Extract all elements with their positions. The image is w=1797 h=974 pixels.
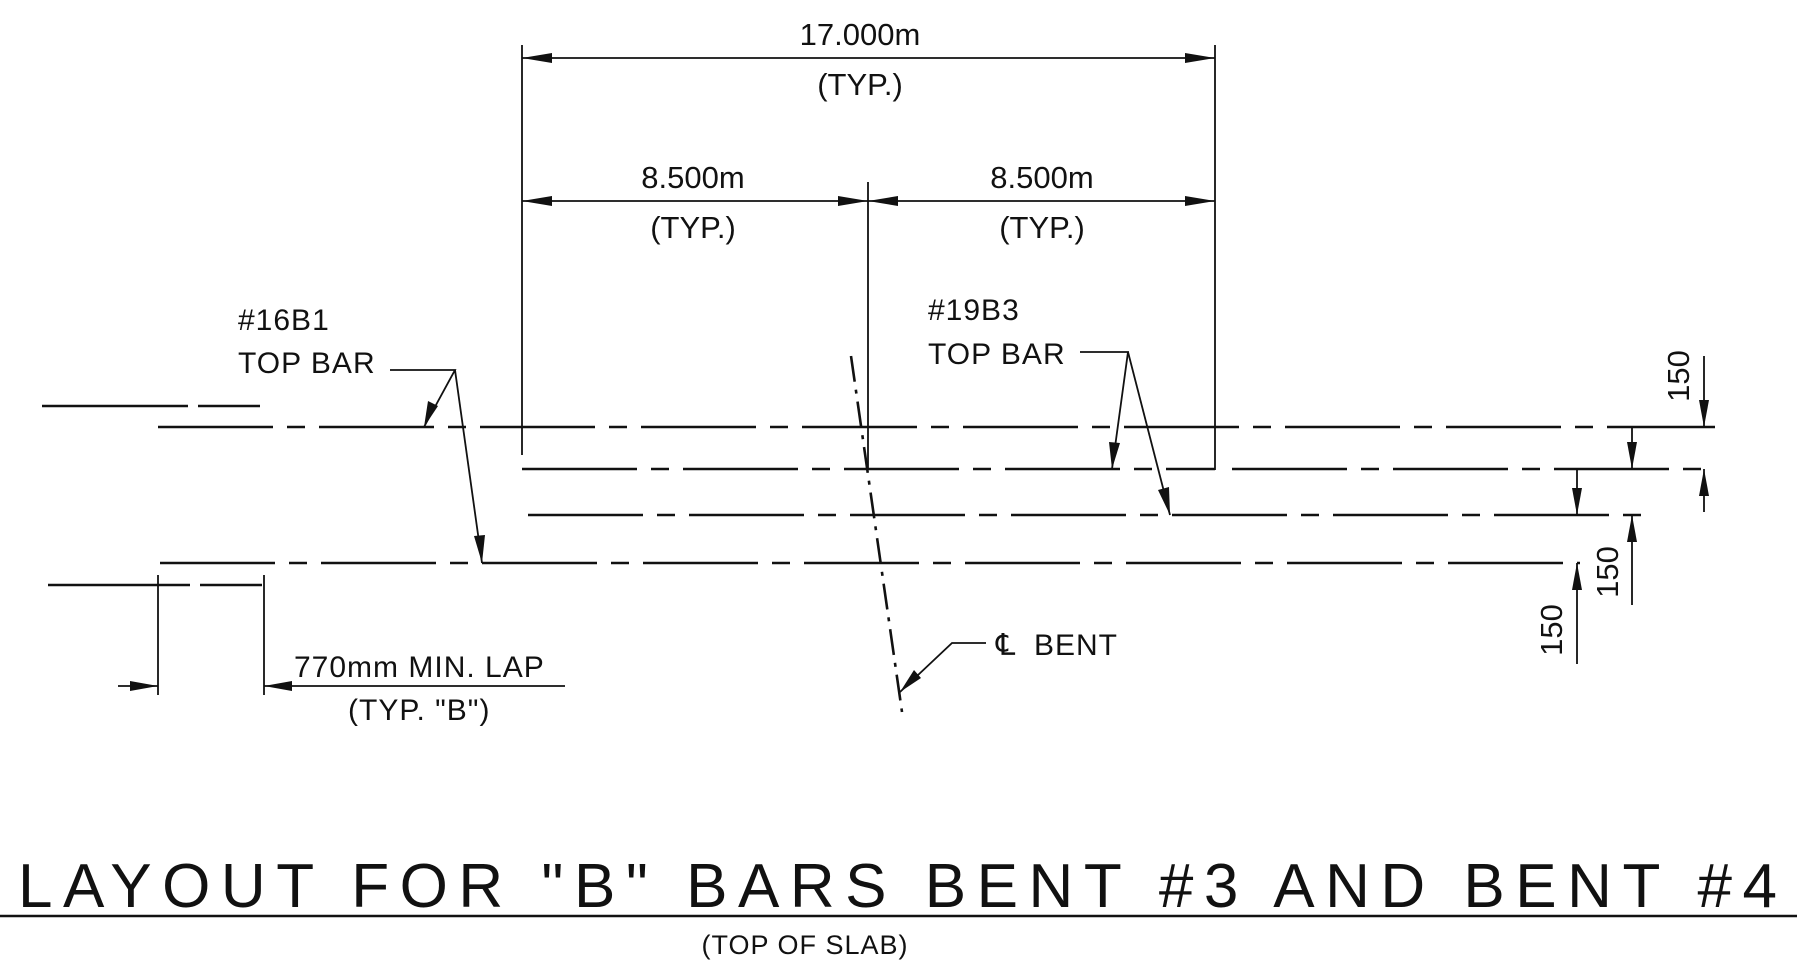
arrow-head (130, 681, 158, 691)
overall-length-label: 17.000m (800, 17, 921, 52)
arrow-head (900, 670, 921, 692)
arrow-head (1627, 515, 1637, 542)
rebar-lines (42, 404, 1715, 587)
overall-dimension: 17.000m (TYP.) (521, 17, 1216, 470)
lap-dimension: 770mm MIN. LAP (TYP. "B") (118, 575, 565, 727)
left-half-length-label: 8.500m (641, 160, 744, 195)
drawing-title: LAYOUT FOR "B" BARS BENT #3 AND BENT #4 … (0, 852, 1797, 960)
arrow-head (1185, 196, 1215, 206)
arrow-head (1109, 442, 1120, 469)
arrow-head (1158, 487, 1170, 515)
arrow-head (838, 196, 868, 206)
leader-line (454, 369, 483, 564)
bar-description-19b3: TOP BAR (928, 338, 1066, 371)
arrow-head (1572, 563, 1582, 590)
arrow-head (424, 401, 438, 427)
overall-typ-note: (TYP.) (817, 67, 903, 102)
centerline-symbol: ℄ (995, 629, 1016, 662)
spacing-label-3: 150 (1534, 604, 1569, 656)
arrow-head (1699, 400, 1709, 427)
bar-mark-19b3: #19B3 (928, 294, 1020, 327)
arrow-head (868, 196, 898, 206)
arrow-head (1699, 469, 1709, 496)
spacing-label-2: 150 (1590, 546, 1625, 598)
spacing-label-1: 150 (1661, 350, 1696, 402)
bar-description-16b1: TOP BAR (238, 347, 376, 380)
leader-line (899, 642, 986, 693)
arrow-head (264, 681, 292, 691)
arrow-head (1572, 488, 1582, 515)
arrow-head (1627, 442, 1637, 469)
title-text: LAYOUT FOR "B" BARS BENT #3 AND BENT #4 (18, 852, 1783, 921)
arrow-head (522, 53, 552, 63)
lap-typ-note: (TYP. "B") (348, 694, 490, 727)
subtitle-text: (TOP OF SLAB) (701, 930, 908, 960)
arrow-head (522, 196, 552, 206)
centerline (849, 355, 904, 713)
arrow-head (474, 535, 485, 563)
half-dimensions: 8.500m (TYP.) 8.500m (TYP.) (522, 160, 1215, 470)
lap-length-label: 770mm MIN. LAP (294, 651, 545, 684)
leader-line (1127, 351, 1171, 516)
callout-19b3: #19B3 TOP BAR (928, 294, 1171, 516)
right-half-typ-note: (TYP.) (999, 210, 1085, 245)
bent-centerline: ℄ BENT (849, 355, 1118, 713)
centerline-label: BENT (1034, 629, 1118, 662)
arrow-head (1185, 53, 1215, 63)
leader-line (390, 369, 457, 428)
leader-line (1080, 351, 1130, 470)
spacing-dimensions: 150 150 150 (1534, 350, 1709, 664)
callout-16b1: #16B1 TOP BAR (238, 304, 485, 564)
left-half-typ-note: (TYP.) (650, 210, 736, 245)
bar-mark-16b1: #16B1 (238, 304, 330, 337)
right-half-length-label: 8.500m (990, 160, 1093, 195)
